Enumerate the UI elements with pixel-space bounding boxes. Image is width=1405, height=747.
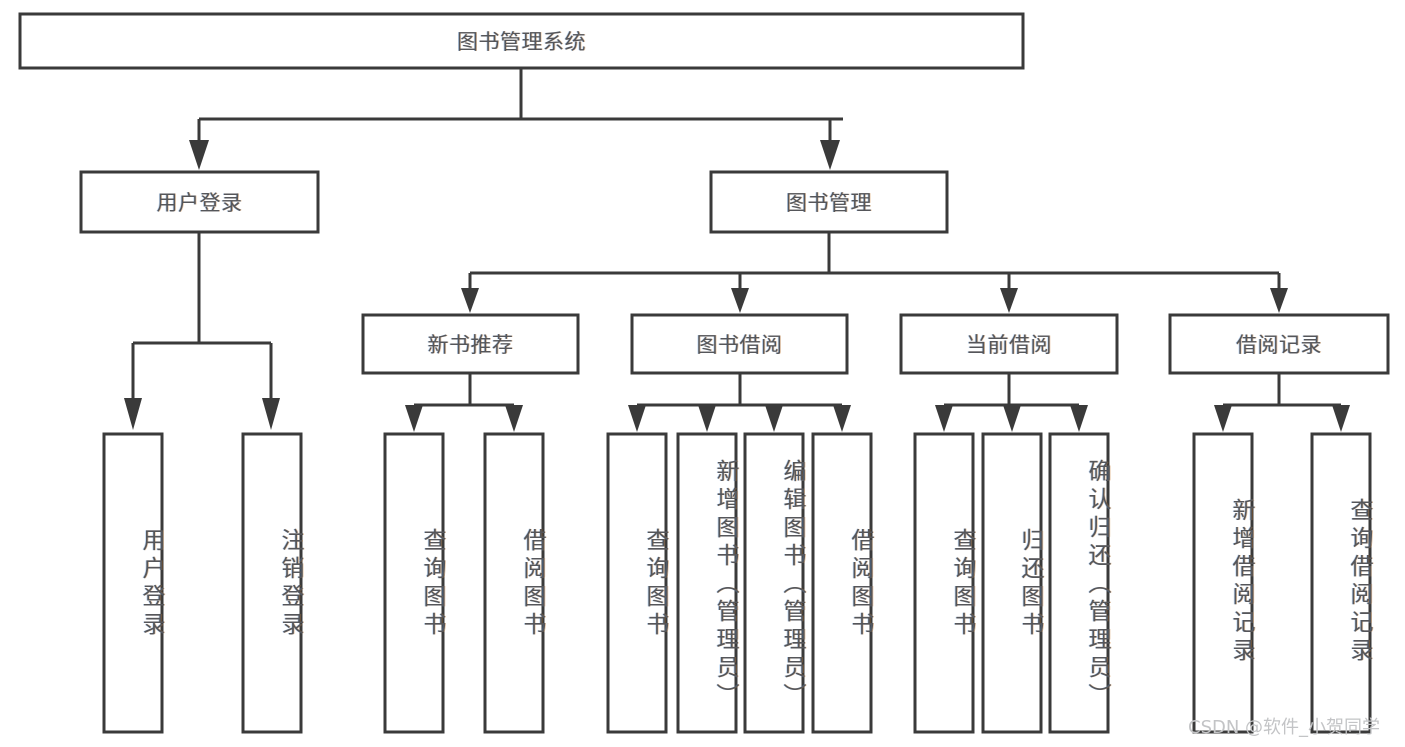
node-book-mgmt-box[interactable] — [709, 170, 949, 234]
leaf-label-bb-4: 借阅图书 — [847, 528, 873, 640]
leaf-box-bb-1[interactable] — [606, 432, 668, 734]
arrowhead-book-mgmt — [820, 140, 840, 170]
node-new-book-recommend-label: 新书推荐 — [427, 333, 514, 357]
arrowhead-user-login-leaf2 — [262, 398, 280, 430]
arrowhead-bb-leaf3 — [765, 405, 783, 432]
arrowhead-cb-leaf3 — [1070, 405, 1088, 432]
leaf-box-bb-2[interactable] — [676, 432, 738, 734]
leaf-box-nbr-2[interactable] — [483, 432, 545, 734]
node-user-login-box[interactable] — [79, 170, 320, 234]
arrowhead-nbr-leaf1 — [405, 405, 423, 432]
arrowhead-cb-leaf1 — [935, 405, 953, 432]
node-new-book-recommend-box[interactable] — [361, 313, 580, 375]
leaf-box-cb-2[interactable] — [981, 432, 1043, 734]
leaf-label-user-login-2: 注销登录 — [277, 528, 303, 640]
leaf-label-nbr-1: 查询图书 — [419, 528, 445, 640]
leaf-label-cb-2: 归还图书 — [1017, 528, 1043, 640]
leaf-box-bb-4[interactable] — [811, 432, 873, 734]
node-root-label: 图书管理系统 — [457, 30, 586, 54]
leaf-label-user-login-1: 用户登录 — [138, 528, 164, 640]
arrowhead-nbr-leaf2 — [505, 405, 523, 432]
node-book-mgmt-label: 图书管理 — [786, 191, 872, 215]
arrowhead-bb-leaf4 — [833, 405, 851, 432]
node-user-login-label: 用户登录 — [156, 191, 243, 215]
arrowhead-br-leaf1 — [1214, 405, 1232, 432]
leaf-box-nbr-1[interactable] — [383, 432, 445, 734]
leaf-box-bb-3[interactable] — [743, 432, 805, 734]
leaf-label-br-2: 查询借阅记录 — [1346, 498, 1372, 666]
arrowhead-br-leaf2 — [1332, 405, 1350, 432]
leaf-label-nbr-2: 借阅图书 — [519, 528, 545, 640]
arrowhead-user-login — [189, 140, 209, 170]
node-book-borrow-label: 图书借阅 — [696, 333, 783, 357]
leaf-box-cb-1[interactable] — [913, 432, 975, 734]
leaf-box-br-1[interactable] — [1192, 432, 1254, 734]
leaf-label-bb-2: 新增图书（管理员） — [712, 458, 738, 711]
leaf-box-user-login-1[interactable] — [102, 432, 164, 734]
arrowhead-cb-leaf2 — [1003, 405, 1021, 432]
node-root-box[interactable] — [18, 12, 1025, 70]
leaf-box-br-2[interactable] — [1310, 432, 1372, 734]
node-book-borrow-box[interactable] — [630, 313, 849, 375]
node-current-borrow-label: 当前借阅 — [966, 333, 1052, 357]
leaf-label-cb-1: 查询图书 — [949, 528, 975, 640]
arrowhead-current-borrow — [1000, 288, 1018, 313]
leaf-box-user-login-2[interactable] — [241, 432, 303, 734]
leaf-box-cb-3[interactable] — [1048, 432, 1110, 734]
watermark-text: CSDN @软件_小贺同学 — [1188, 717, 1381, 738]
node-current-borrow-box[interactable] — [899, 313, 1119, 375]
arrowhead-book-borrow — [731, 288, 749, 313]
arrowhead-user-login-leaf1 — [124, 398, 142, 430]
arrowhead-borrow-record — [1270, 288, 1288, 313]
arrowhead-bb-leaf2 — [698, 405, 716, 432]
arrowhead-new-book-recommend — [461, 288, 479, 313]
leaf-label-br-1: 新增借阅记录 — [1228, 498, 1254, 666]
leaf-label-cb-3: 确认归还（管理员） — [1084, 458, 1110, 711]
leaf-label-bb-1: 查询图书 — [642, 528, 668, 640]
arrowhead-bb-leaf1 — [628, 405, 646, 432]
leaf-label-bb-3: 编辑图书（管理员） — [779, 458, 805, 711]
node-borrow-record-label: 借阅记录 — [1236, 333, 1322, 357]
